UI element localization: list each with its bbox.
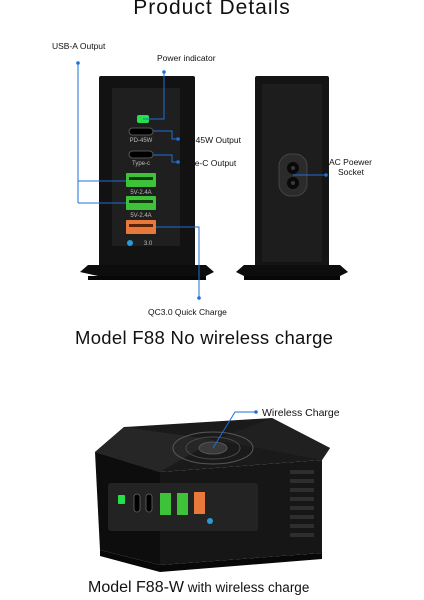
callout-dots	[76, 61, 328, 414]
usb-a-port-2-text: 5V-2.4A	[130, 213, 151, 219]
label-wireless-charge: Wireless Charge	[262, 407, 340, 419]
label-ac-socket-line2: Socket	[338, 167, 364, 177]
typec-port-text: Type-c	[132, 161, 150, 167]
label-pd-output: PD-45W Output	[181, 135, 241, 145]
label-ac-socket-line1: AC Poewer	[329, 157, 372, 167]
label-qc-charge: QC3.0 Quick Charge	[148, 307, 227, 317]
wireless-device	[95, 411, 330, 572]
label-usb-a-output: USB-A Output	[52, 41, 106, 51]
pd-port-text: PD-45W	[130, 138, 153, 144]
back-view-device	[236, 76, 348, 280]
callout-lines	[77, 63, 326, 298]
label-typec-output: Type-C Output	[181, 158, 237, 168]
model-f88w-suffix: with wireless charge	[184, 580, 310, 595]
label-power-indicator: Power indicator	[157, 53, 216, 63]
pd-port	[128, 127, 154, 136]
model-f88w-caption: Model F88-W with wireless charge	[88, 579, 309, 597]
typec-port	[128, 150, 154, 159]
page-title: Product Details	[133, 0, 291, 19]
qc-port-text: 3.0	[144, 241, 153, 247]
usb-a-port-1-text: 5V-2.4A	[130, 190, 151, 196]
model-f88w-main: Model F88-W	[88, 579, 185, 596]
model-f88-caption: Model F88 No wireless charge	[75, 327, 334, 348]
front-view-device: PD-45W Type-c 5V-2.4A 5V-2.4A 3.0	[80, 76, 214, 280]
